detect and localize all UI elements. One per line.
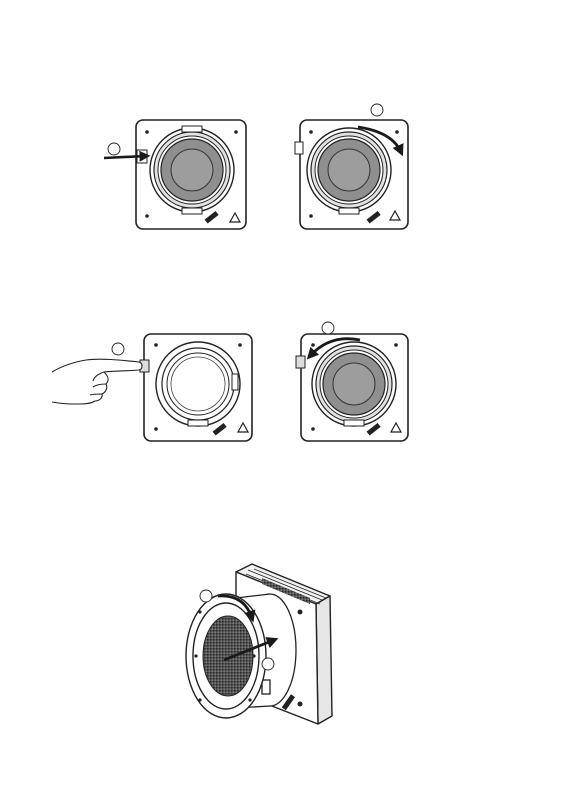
corner-screw: [309, 214, 313, 218]
corner-screw: [311, 427, 315, 431]
corner-screw: [311, 343, 315, 347]
lens-mesh-filter: [203, 616, 253, 696]
step-marker-circle: [200, 590, 212, 602]
lens-mount: [312, 342, 396, 426]
step-marker-circle: [322, 322, 334, 334]
step-1-left-panel: [104, 120, 246, 229]
step-1-right-panel: [295, 104, 408, 229]
empty-lens-mount: [156, 342, 240, 426]
corner-screw: [154, 427, 158, 431]
corner-screw: [394, 343, 398, 347]
lens-glass: [171, 149, 213, 191]
release-button: [296, 356, 305, 368]
step-marker-circle: [371, 104, 383, 116]
lens-glass: [328, 149, 370, 191]
step-marker-circle: [108, 143, 120, 155]
corner-screw: [309, 130, 313, 134]
corner-screw: [145, 214, 149, 218]
corner-screw: [234, 130, 238, 134]
step-marker-circle: [262, 658, 274, 670]
corner-screw: [238, 343, 242, 347]
step-marker-circle: [112, 343, 124, 355]
corner-screw: [154, 343, 158, 347]
lens-mount: [150, 126, 234, 214]
lens-flange: [186, 594, 266, 718]
corner-screw: [395, 130, 399, 134]
lens-glass: [333, 363, 375, 405]
hand-icon: [52, 359, 142, 404]
step-2-right-panel: [296, 322, 408, 441]
step-3-panel: [186, 564, 332, 724]
step-2-left-panel: [52, 334, 252, 441]
corner-screw: [145, 130, 149, 134]
release-button: [295, 142, 303, 154]
